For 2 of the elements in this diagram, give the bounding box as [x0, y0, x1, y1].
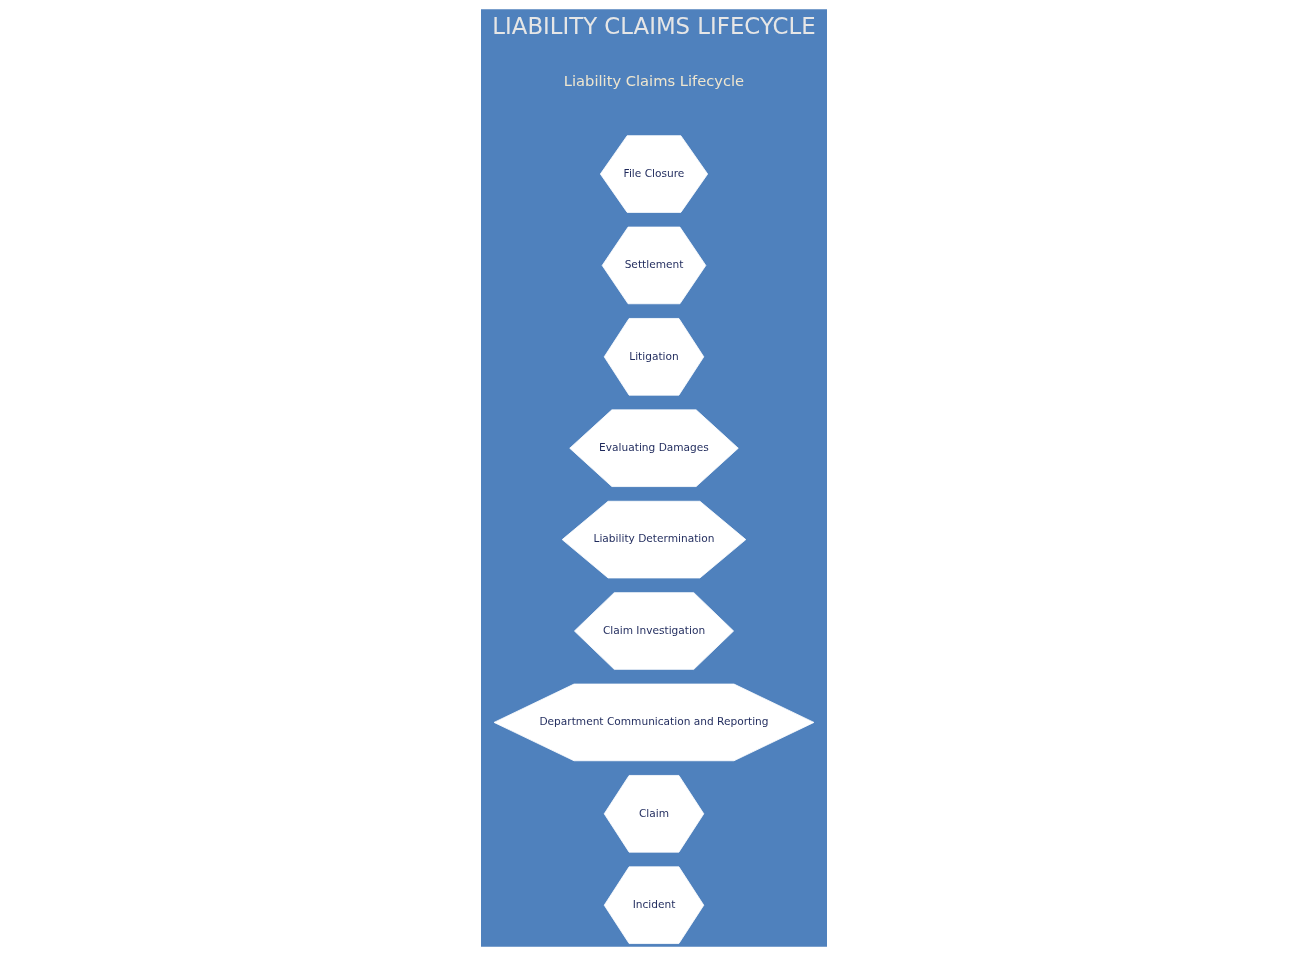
- diagram-title: LIABILITY CLAIMS LIFECYCLE: [491, 12, 816, 39]
- label: Liability Claims Lifecycle: [563, 72, 744, 90]
